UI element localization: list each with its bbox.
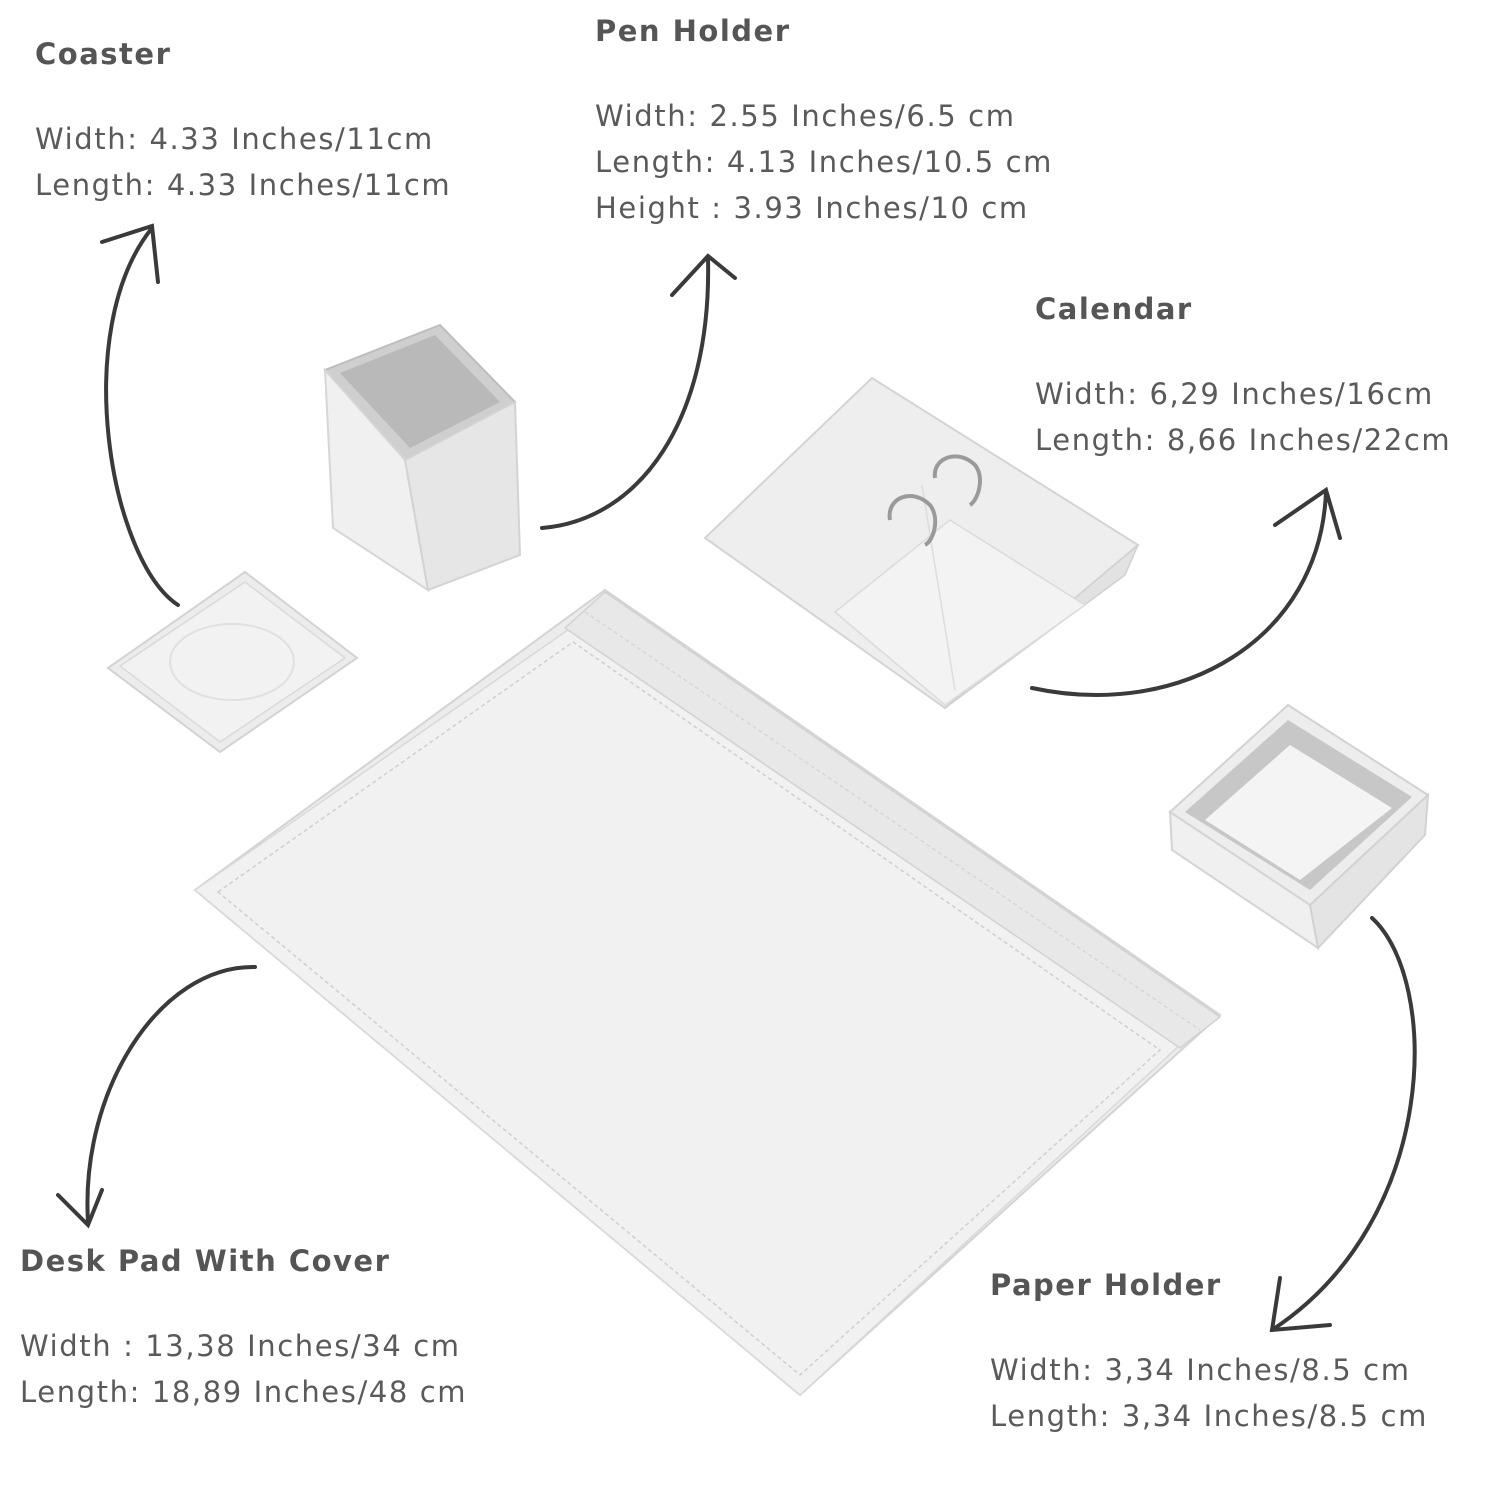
calendar-title: Calendar <box>1035 292 1193 326</box>
coaster-length: Length: 4.33 Inches/11cm <box>35 168 452 202</box>
pen-holder-width: Width: 2.55 Inches/6.5 cm <box>595 99 1016 133</box>
coaster-width: Width: 4.33 Inches/11cm <box>35 122 434 156</box>
calendar-arrow <box>1030 490 1328 697</box>
pen-holder-length: Length: 4.13 Inches/10.5 cm <box>595 145 1053 179</box>
pen-holder-image <box>323 323 522 593</box>
pen-holder-height: Height : 3.93 Inches/10 cm <box>595 191 1029 225</box>
paper-holder-title: Paper Holder <box>990 1268 1222 1302</box>
desk-pad-arrow <box>85 964 257 1224</box>
pen-holder-title: Pen Holder <box>595 14 791 48</box>
pen-holder-arrow <box>540 256 711 530</box>
calendar-label: Calendar Width: 6,29 Inches/16cm Length:… <box>1035 291 1451 463</box>
coaster-label: Coaster Width: 4.33 Inches/11cm Length: … <box>35 36 451 208</box>
calendar-image <box>703 376 1140 710</box>
coaster-title: Coaster <box>35 37 172 71</box>
paper-holder-width: Width: 3,34 Inches/8.5 cm <box>990 1353 1411 1387</box>
paper-holder-arrowhead <box>1269 1276 1332 1333</box>
paper-holder-arrow <box>1270 916 1417 1332</box>
desk-pad-image <box>193 588 1222 1397</box>
coaster-arrowhead <box>100 223 160 284</box>
paper-holder-image <box>1168 703 1430 951</box>
coaster-arrow <box>104 226 180 607</box>
desk-pad-label: Desk Pad With Cover Width : 13,38 Inches… <box>20 1243 467 1415</box>
coaster-image <box>106 570 359 754</box>
paper-holder-length: Length: 3,34 Inches/8.5 cm <box>990 1399 1428 1433</box>
arrows <box>56 223 1417 1333</box>
desk-pad-length: Length: 18,89 Inches/48 cm <box>20 1375 468 1409</box>
calendar-width: Width: 6,29 Inches/16cm <box>1035 377 1434 411</box>
calendar-length: Length: 8,66 Inches/22cm <box>1035 423 1452 457</box>
desk-pad-width: Width : 13,38 Inches/34 cm <box>20 1329 461 1363</box>
pen-holder-label: Pen Holder Width: 2.55 Inches/6.5 cm Len… <box>595 13 1053 231</box>
desk-pad-title: Desk Pad With Cover <box>20 1244 391 1278</box>
pen-holder-arrowhead <box>670 253 737 297</box>
calendar-arrowhead <box>1273 486 1342 540</box>
desk-pad-arrowhead <box>56 1188 104 1229</box>
paper-holder-label: Paper Holder Width: 3,34 Inches/8.5 cm L… <box>990 1267 1428 1439</box>
